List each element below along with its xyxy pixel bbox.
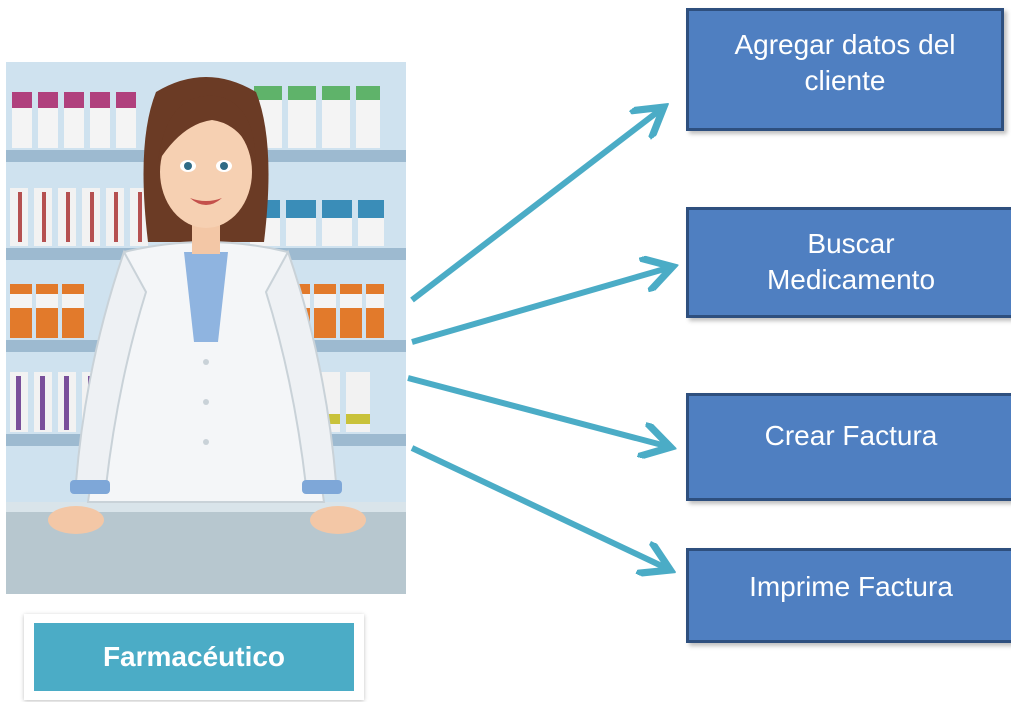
- arrow-to-buscar: [411, 268, 668, 345]
- action-imprime-factura: Imprime Factura: [686, 548, 1011, 643]
- action-label-line2: cliente: [804, 65, 886, 96]
- action-label-line1: Imprime Factura: [749, 571, 953, 602]
- action-label-line2: Medicamento: [766, 264, 936, 295]
- action-label-line1: Crear Factura: [764, 420, 938, 451]
- arrow-to-imprime: [410, 445, 666, 568]
- actor-label-frame: Farmacéutico: [24, 614, 364, 700]
- pharmacist-figure: [48, 77, 366, 534]
- arrow-to-crear: [407, 375, 666, 446]
- action-label-line1: Buscar: [807, 228, 895, 259]
- actor-label: Farmacéutico: [34, 623, 354, 691]
- action-buscar-medicamento: Buscar Medicamento: [686, 207, 1011, 318]
- pharmacist-illustration: [6, 62, 406, 594]
- action-label-line1: Agregar datos del: [734, 29, 956, 60]
- action-agregar-datos-cliente: Agregar datos del cliente: [686, 8, 1004, 131]
- arrow-to-agregar: [410, 110, 660, 303]
- action-crear-factura: Crear Factura: [686, 393, 1011, 501]
